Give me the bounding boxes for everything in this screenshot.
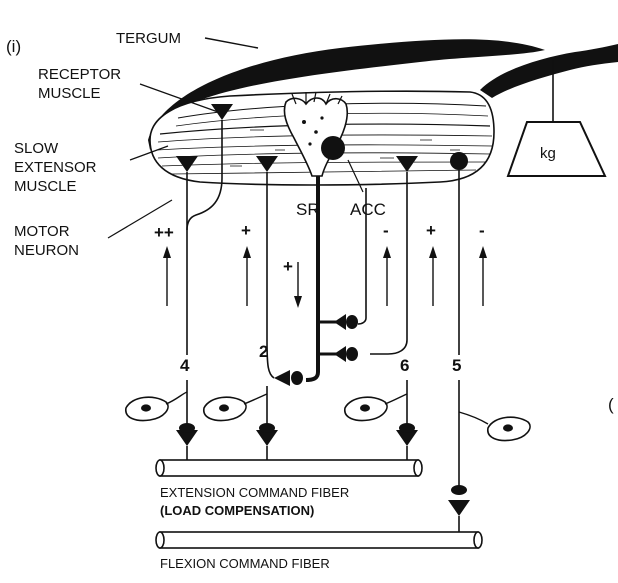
command-cell-n5	[458, 411, 531, 442]
endplate-n4	[176, 156, 198, 172]
neuron-label-6: 6	[400, 356, 409, 375]
tergum-extension	[480, 44, 618, 98]
tergum-label: TERGUM	[116, 30, 181, 47]
sr-label: SR	[296, 200, 320, 219]
acc-pointer	[347, 159, 364, 193]
sign-n5: -	[479, 221, 485, 240]
endplate-receptor	[211, 104, 233, 120]
sr-synapse-lower	[334, 346, 358, 362]
sr-axon	[305, 176, 320, 382]
command-cell-n2	[203, 393, 268, 422]
acc-label: ACC	[350, 200, 386, 219]
endplate-n5	[450, 152, 468, 170]
neuron-label-2: 2	[259, 342, 268, 361]
arrow-n4	[163, 246, 171, 306]
acc-axon	[357, 188, 367, 325]
arrow-n2	[243, 246, 251, 306]
flexion-command-fiber	[155, 531, 483, 549]
arrow-acc	[383, 246, 391, 306]
flex-synapse-n5	[448, 485, 470, 532]
weight-block	[506, 121, 607, 177]
axon-n2-synapse-stem	[266, 339, 275, 379]
neuron-label-4: 4	[180, 356, 190, 375]
extension-command-fiber	[155, 459, 423, 477]
sign-n2: +	[241, 221, 251, 240]
axon-n4-branch	[186, 120, 223, 231]
endplate-n2	[256, 156, 278, 172]
ext-synapse-n4	[176, 423, 198, 460]
sr-synapse-upper	[334, 314, 358, 330]
sign-n6: +	[426, 221, 436, 240]
endplate-n6	[396, 156, 418, 172]
command-cell-n4	[125, 391, 188, 422]
command-cell-n6	[344, 393, 408, 422]
sr-synapse-n2	[274, 370, 303, 386]
weight-label: kg	[540, 145, 556, 162]
motor-neuron-pointer	[107, 199, 173, 239]
panel-label: (i)	[6, 37, 21, 56]
arrow-sr	[294, 262, 302, 308]
sign-acc: -	[383, 221, 389, 240]
load-compensation-label: (LOAD COMPENSATION)	[160, 503, 314, 518]
motor-neuron-label: MOTOR NEURON	[14, 223, 79, 259]
acc-terminal	[321, 136, 345, 160]
extension-fiber-label: EXTENSION COMMAND FIBER	[160, 485, 349, 500]
receptor-muscle-label: RECEPTOR MUSCLE	[38, 66, 125, 102]
ext-synapse-n2	[256, 423, 278, 460]
arrow-n5	[479, 246, 487, 306]
arrow-n6	[429, 246, 437, 306]
ext-synapse-n6	[396, 423, 418, 460]
sign-sr: +	[283, 257, 293, 276]
neuron-label-5: 5	[452, 356, 461, 375]
edge-fragment: (	[608, 395, 614, 414]
sign-n4: ++	[154, 223, 174, 242]
tergum-shell	[148, 39, 545, 151]
tergum-pointer	[204, 37, 259, 49]
slow-extensor-pointer	[129, 145, 169, 161]
stretch-receptor-cell	[283, 91, 349, 177]
flexion-fiber-label: FLEXION COMMAND FIBER	[160, 556, 330, 571]
slow-extensor-label: SLOW EXTENSOR MUSCLE	[14, 140, 101, 195]
receptor-muscle-pointer	[139, 83, 219, 113]
axon-n6-loop	[370, 339, 408, 355]
